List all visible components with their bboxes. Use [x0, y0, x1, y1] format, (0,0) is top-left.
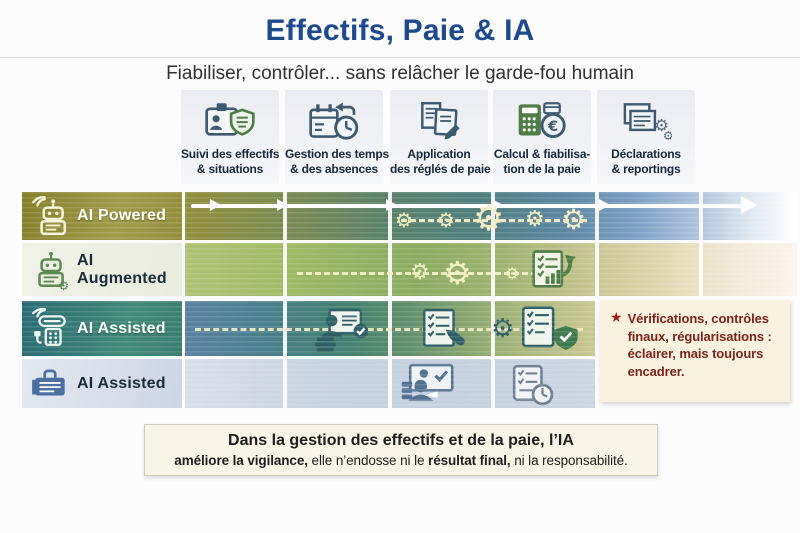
gear-icon: ⚙ [410, 260, 430, 285]
star-icon: ★ [610, 310, 623, 326]
calculator-euro-icon: € [493, 90, 591, 147]
key-message-line1: Dans la gestion des effectifs et de la p… [228, 432, 574, 449]
column-label-line2: des réglés de paie [390, 162, 491, 176]
cell-separator [491, 243, 495, 296]
key-message-line2: améliore la vigilance, elle n’endosse ni… [145, 453, 657, 468]
smart-terminal-icon [29, 307, 71, 350]
page-title: Effectifs, Paie & IA [265, 14, 535, 47]
row-label-ai-assisted-1: AI Assisted [22, 301, 182, 356]
calendar-clock-icon [285, 90, 383, 147]
column-label-line2: tion de la paie [503, 162, 581, 176]
matrix-row-ai-assisted-1: ⚙ [185, 301, 595, 356]
checklist-pen-icon [413, 307, 469, 356]
column-label-line1: Suivi des effectifs [181, 147, 280, 161]
column-header-application-regles: Application des réglés de paie [390, 90, 491, 184]
robot-icon [29, 195, 71, 237]
column-header-calcul-paie: € Calcul & fiabilisa- tion de la paie [493, 90, 591, 184]
key-message-bold: résultat final, [428, 453, 511, 468]
gear-icon: ⚙ [505, 264, 520, 283]
reports-gears-icon: ⚙ ⚙ [597, 90, 695, 147]
column-header-suivi-effectifs: Suivi des effectifs & situations [181, 90, 279, 184]
cell-separator [595, 192, 599, 240]
callout-note: ★ Vérifications, contrôles finaux, régul… [600, 300, 790, 402]
row-label-ai-powered: AI Powered [22, 192, 182, 240]
gear-icon: ⚙ [443, 254, 472, 292]
column-label-line1: Déclarations [611, 147, 681, 161]
title-divider [0, 57, 800, 58]
checklist-growth-chart-icon [525, 247, 577, 298]
dotted-connector [195, 328, 583, 331]
arrow-head-icon [277, 199, 288, 211]
cell-separator [388, 359, 392, 408]
column-header-declarations: ⚙ ⚙ Déclarations & reportings [597, 90, 695, 184]
matrix-row-ai-assisted-2 [185, 359, 595, 408]
cell-separator [491, 359, 495, 408]
row-label-text: AI Augmented [77, 251, 167, 287]
flow-arrow-line [191, 204, 747, 208]
arrow-head-icon [599, 199, 610, 211]
gear-icon: ⚙ [395, 208, 413, 232]
robot-gear-icon: ⚙ [29, 249, 71, 291]
gear-icon: ⚙ [473, 199, 505, 239]
callout-text: Vérifications, contrôles finaux, régular… [627, 311, 772, 379]
column-label-line2: & des absences [290, 162, 378, 176]
key-message-regular: ni la responsabilité. [510, 453, 628, 468]
column-label-line2: & reportings [611, 162, 681, 176]
row-label-text: AI Assisted [77, 374, 166, 392]
column-header-gestion-temps: Gestion des temps & des absences [285, 90, 389, 184]
dotted-connector [401, 219, 587, 222]
arrow-head-icon [210, 199, 221, 211]
dotted-connector [297, 272, 537, 275]
cell-separator [388, 192, 392, 240]
payroll-rules-pencil-icon [390, 90, 488, 147]
gear-icon: ⚙ [58, 277, 69, 290]
arrow-head-icon [741, 196, 757, 214]
matrix-row-ai-powered: ⚙ ⚙ ⚙ ⚙ ⚙ [185, 192, 797, 240]
id-badge-shield-icon [181, 90, 279, 147]
cell-separator [388, 243, 392, 296]
gear-icon: ⚙ [663, 129, 672, 141]
reviewer-person-documents-icon [305, 306, 375, 359]
cell-separator [595, 243, 599, 296]
row-label-text: AI Powered [77, 207, 167, 224]
matrix-row-ai-augmented: ⚙ ⚙ ⚙ [185, 243, 797, 296]
cell-separator [283, 243, 287, 296]
column-label-line1: Calcul & fiabilisa- [493, 147, 591, 161]
cell-separator [491, 192, 495, 240]
cell-separator [283, 192, 287, 240]
gear-icon: ⚙ [561, 203, 587, 236]
column-label-line2: & situations [196, 162, 264, 176]
column-label-line1: Application [407, 147, 471, 161]
arrow-head-icon [492, 199, 503, 211]
key-message-regular: elle n’endosse ni le [307, 453, 429, 468]
row-label-ai-assisted-2: AI Assisted [22, 359, 182, 408]
gear-icon: ⚙ [525, 207, 545, 232]
cell-separator [699, 192, 703, 240]
operator-screen-check-icon [395, 363, 459, 410]
key-message-bold: améliore la vigilance, [174, 453, 308, 468]
column-label-line1: Gestion des temps [285, 147, 389, 161]
cell-separator [699, 243, 703, 296]
key-message-box: Dans la gestion des effectifs et de la p… [144, 424, 658, 476]
checklist-clock-icon [507, 364, 557, 411]
gear-icon: ⚙ [491, 314, 515, 344]
gear-icon: ⚙ [654, 116, 669, 135]
page-subtitle: Fiabiliser, contrôler... sans relâcher l… [166, 63, 634, 84]
gear-checklist-shield-icon [519, 304, 583, 359]
arrow-head-icon [386, 199, 397, 211]
briefcase-icon [29, 363, 71, 405]
row-label-text: AI Assisted [77, 319, 166, 337]
gear-icon: ⚙ [437, 208, 455, 232]
cell-separator [283, 359, 287, 408]
euro-icon: € [547, 119, 558, 135]
row-label-ai-augmented: ⚙ AI Augmented [22, 243, 182, 296]
